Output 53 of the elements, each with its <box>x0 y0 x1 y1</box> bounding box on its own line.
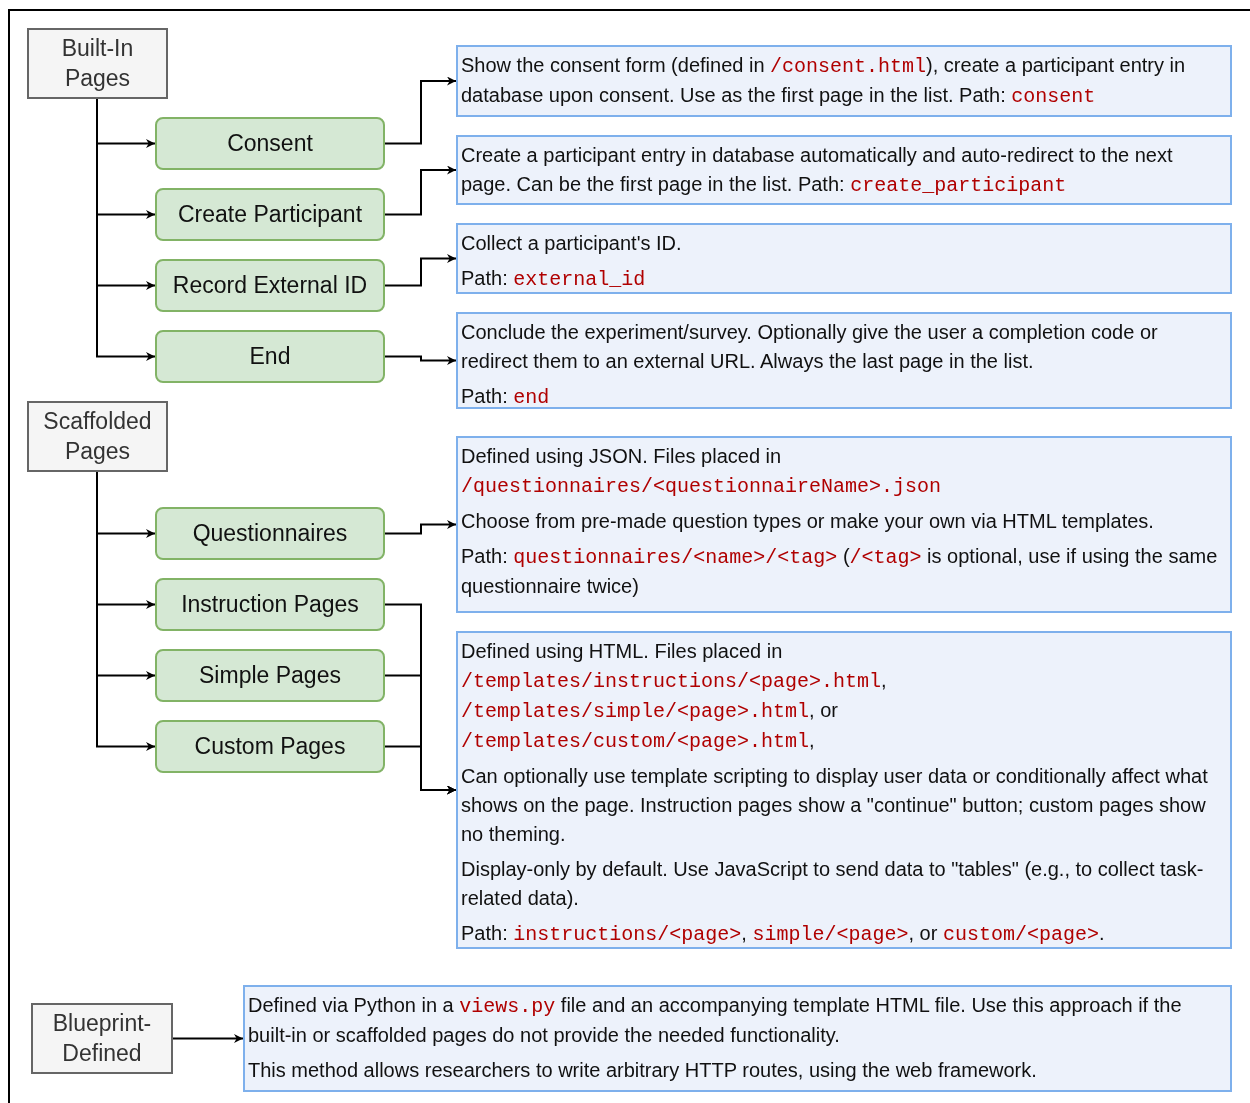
arrow <box>384 254 457 287</box>
arrow <box>384 76 457 145</box>
page-box <box>155 117 385 170</box>
page-box <box>155 259 385 312</box>
page-box <box>155 649 385 702</box>
description-text: Path: end <box>461 384 551 411</box>
node-label: Built-In Pages <box>60 33 135 93</box>
arrow <box>172 1034 244 1043</box>
description-box <box>456 135 1232 205</box>
arrow <box>384 520 457 535</box>
node-label: End <box>249 343 291 370</box>
description-text: This method allows researchers to write arbitrary HTTP routes, using the web framework. <box>248 1058 1038 1083</box>
node-label: Simple Pages <box>199 662 341 689</box>
arrow <box>384 165 457 216</box>
page-box <box>155 720 385 773</box>
description-box <box>456 45 1232 117</box>
node-label: Custom Pages <box>194 733 346 760</box>
description-text: Conclude the experiment/survey. Optionally give the user a completion code or redirect them to an external URL. Always the last page in the list. <box>461 320 1159 374</box>
arrow <box>384 355 457 365</box>
description-text: Defined via Python in a views.py file and an accompanying template HTML file. Use this approach if the built-in or scaffolded pages do not provide the needed functionality. <box>248 993 1183 1048</box>
description-text: Create a participant entry in database automatically and auto-redirect to the next page. Can be the first page in the list. Path: create_participant <box>461 143 1174 199</box>
node-label: Instruction Pages <box>181 591 359 618</box>
description-box <box>456 436 1232 613</box>
arrow <box>384 745 457 795</box>
page-box <box>155 330 385 383</box>
node-label: Record External ID <box>172 272 368 299</box>
category-box <box>27 401 168 472</box>
description-text: Collect a participant's ID. <box>461 231 683 256</box>
description-box <box>243 985 1232 1092</box>
description-text: Choose from pre-made question types or make your own via HTML templates. <box>461 509 1155 534</box>
node-label: Consent <box>227 130 313 157</box>
arrow <box>96 98 156 361</box>
page-box <box>155 578 385 631</box>
description-box <box>456 312 1232 409</box>
description-text: Show the consent form (defined in /consent.html), create a participant entry in database upon consent. Use as the first page in the list. Path: consent <box>461 53 1187 110</box>
page-box <box>155 188 385 241</box>
description-box <box>456 631 1232 949</box>
description-text: Path: questionnaires/<name>/<tag> (/<tag> is optional, use if using the same questionnaire twice) <box>461 544 1219 599</box>
page-box <box>155 507 385 560</box>
arrow <box>96 471 156 751</box>
description-text: Path: external_id <box>461 266 647 293</box>
description-text: Can optionally use template scripting to display user data or conditionally affect what shows on the page. Instruction pages show a "continue" button; custom pages show no theming. <box>461 764 1209 847</box>
description-text: Defined using JSON. Files placed in /questionnaires/<questionnaireName>.json <box>461 444 943 500</box>
node-label: Blueprint-Defined <box>51 1008 153 1068</box>
description-text: Defined using HTML. Files placed in /templates/instructions/<page>.html, /templates/simple/<page>.html, or /templates/custom/<page>.html, <box>461 639 888 755</box>
node-label: Questionnaires <box>192 520 348 547</box>
description-text: Display-only by default. Use JavaScript to send data to "tables" (e.g., to collect task-related data). <box>461 857 1205 911</box>
node-label: Create Participant <box>177 201 363 228</box>
category-box <box>27 28 168 99</box>
description-box <box>456 223 1232 294</box>
category-box <box>31 1003 173 1074</box>
node-label: Scaffolded Pages <box>42 406 153 466</box>
description-text: Path: instructions/<page>, simple/<page>, or custom/<page>. <box>461 921 1106 948</box>
